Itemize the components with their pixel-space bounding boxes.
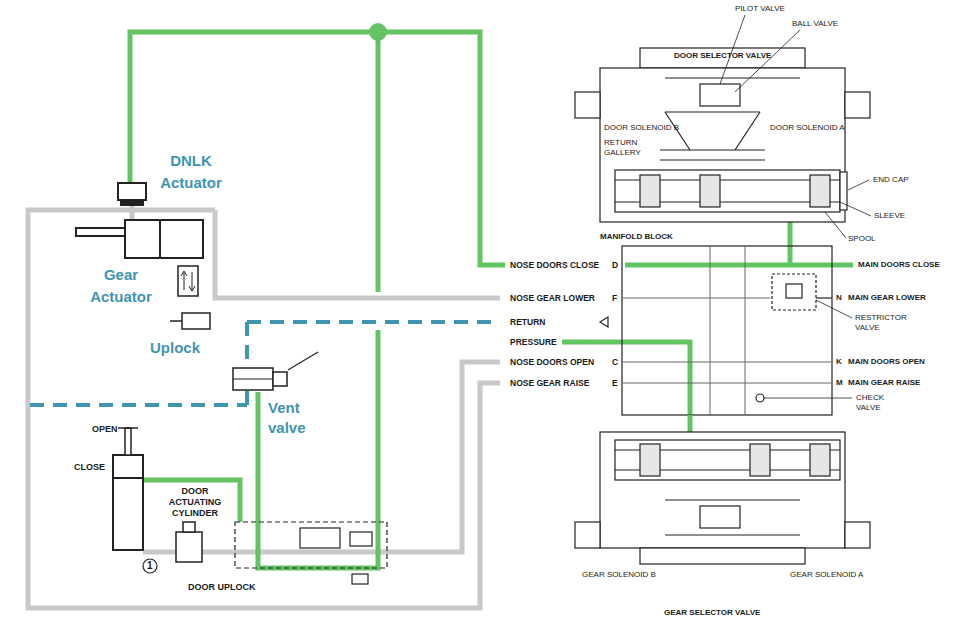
pressure-connector (688, 415, 693, 428)
part-label: CHECK VALVE (856, 393, 898, 413)
port-letter: N (836, 293, 842, 303)
part-label: SPOOL (848, 234, 876, 244)
port-label: MAIN DOORS OPEN (848, 357, 925, 367)
node-heading: GEAR SELECTOR VALVE (664, 608, 760, 618)
component-label: Vent valve (268, 398, 320, 438)
manifold-block-drawing (600, 246, 852, 415)
port-letter: C (612, 357, 618, 368)
callout-number: 1 (147, 561, 153, 571)
port-label: MAIN DOORS CLOSE (858, 260, 940, 270)
port-label: NOSE GEAR LOWER (510, 293, 595, 304)
part-label: BALL VALVE (792, 19, 838, 29)
return-lines (28, 203, 500, 608)
valve-body: DOOR SELECTOR VALVE (575, 48, 870, 226)
port-label: RETURN (510, 317, 545, 328)
part-label: SLEEVE (874, 211, 905, 221)
port-label: NOSE DOORS OPEN (510, 357, 594, 368)
pressure-lines (130, 32, 853, 568)
part-label: DOOR SOLENOID A (770, 123, 845, 133)
port-letter: E (612, 378, 618, 389)
vent-lines (30, 322, 500, 405)
part-label: PILOT VALVE (735, 4, 785, 14)
port-letter: F (612, 293, 617, 304)
door-selector-valve-drawing (575, 15, 871, 238)
part-label: RESTRICTOR VALVE (855, 313, 919, 333)
port-label: MAIN GEAR LOWER (848, 293, 926, 303)
part-label: END CAP (873, 175, 909, 185)
component-label: DNLK Actuator (150, 150, 232, 194)
component-label: Uplock (150, 338, 200, 357)
node-heading: MANIFOLD BLOCK (600, 232, 673, 242)
port-label: NOSE DOORS CLOSE (510, 260, 599, 271)
position-label: OPEN (92, 424, 118, 435)
gear-selector-valve-drawing (575, 432, 870, 564)
position-label: CLOSE (74, 462, 105, 473)
manifold-block: MANIFOLD BLOCK (598, 232, 835, 415)
node-heading: DOOR SELECTOR VALVE (674, 51, 771, 61)
valve-body: GEAR SELECTOR VALVE (565, 428, 860, 620)
part-label: DOOR UPLOCK (188, 582, 256, 593)
port-label: NOSE GEAR RAISE (510, 378, 589, 389)
part-label: GEAR SOLENOID A (790, 570, 863, 580)
part-label: DOOR SOLENOID B (604, 123, 679, 133)
port-letter: D (612, 260, 618, 271)
port-letter: M (836, 378, 843, 388)
component-label: Gear Actuator (76, 264, 166, 308)
part-label: GEAR SOLENOID B (582, 570, 656, 580)
port-letter: K (836, 357, 842, 367)
pressure-connector (788, 226, 793, 232)
part-label: DOOR ACTUATING CYLINDER (158, 486, 232, 519)
port-label: MAIN GEAR RAISE (848, 378, 920, 388)
left-components (76, 183, 387, 584)
port-label: PRESSURE (510, 337, 557, 348)
junction-dot (369, 23, 387, 41)
part-label: RETURN GALLERY (604, 138, 650, 158)
